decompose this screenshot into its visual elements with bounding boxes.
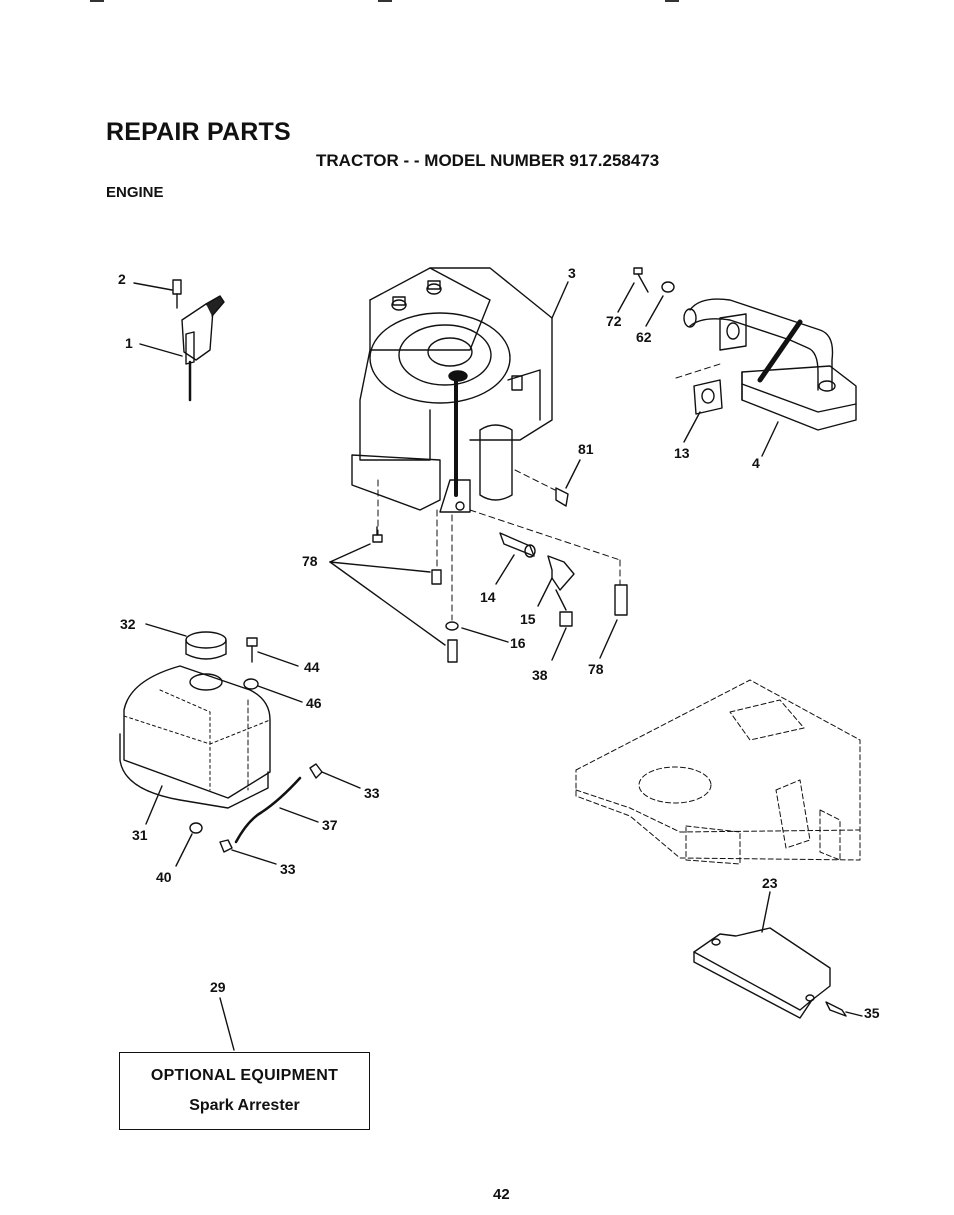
callout-81: 81 — [578, 441, 594, 457]
callout-62: 62 — [636, 329, 652, 345]
callout-3: 3 — [568, 265, 576, 281]
callout-29: 29 — [210, 979, 226, 995]
callout-15: 15 — [520, 611, 536, 627]
section-heading: ENGINE — [106, 184, 164, 201]
callout-72: 72 — [606, 313, 622, 329]
callout-46: 46 — [306, 695, 322, 711]
callout-33: 33 — [280, 861, 296, 877]
page-number: 42 — [493, 1186, 510, 1203]
callout-16: 16 — [510, 635, 526, 651]
engine-bolts — [329, 526, 628, 663]
page-title: REPAIR PARTS — [106, 118, 291, 146]
scan-mark — [378, 0, 392, 2]
callout-37: 37 — [322, 817, 338, 833]
callout-35: 35 — [864, 1005, 880, 1021]
callout-44: 44 — [304, 659, 320, 675]
callout-78: 78 — [588, 661, 604, 677]
callout-78: 78 — [302, 553, 318, 569]
callout-38: 38 — [532, 667, 548, 683]
optional-equipment-box: OPTIONAL EQUIPMENT Spark Arrester — [119, 1052, 370, 1130]
scan-mark — [665, 0, 679, 2]
callout-14: 14 — [480, 589, 496, 605]
callout-31: 31 — [132, 827, 148, 843]
optional-equipment-title: OPTIONAL EQUIPMENT — [150, 1067, 339, 1084]
engine-part — [351, 267, 569, 513]
assembly-lines — [377, 469, 621, 621]
callout-4: 4 — [752, 455, 760, 471]
callout-33: 33 — [364, 785, 380, 801]
callout-40: 40 — [156, 869, 172, 885]
optional-leader-line — [219, 997, 235, 1051]
callout-1: 1 — [125, 335, 133, 351]
model-subtitle: TRACTOR - - MODEL NUMBER 917.258473 — [316, 151, 660, 170]
fuel-tank-parts — [119, 623, 361, 867]
callout-32: 32 — [120, 616, 136, 632]
skid-plate-parts — [693, 891, 863, 1019]
mounting-plate — [575, 679, 861, 865]
optional-equipment-item: Spark Arrester — [189, 1097, 300, 1114]
callout-23: 23 — [762, 875, 778, 891]
scan-mark — [90, 0, 104, 2]
throttle-control-part — [133, 279, 225, 402]
callout-13: 13 — [674, 445, 690, 461]
callout-2: 2 — [118, 271, 126, 287]
muffler-parts — [617, 267, 857, 457]
oil-drain-parts — [495, 459, 581, 661]
